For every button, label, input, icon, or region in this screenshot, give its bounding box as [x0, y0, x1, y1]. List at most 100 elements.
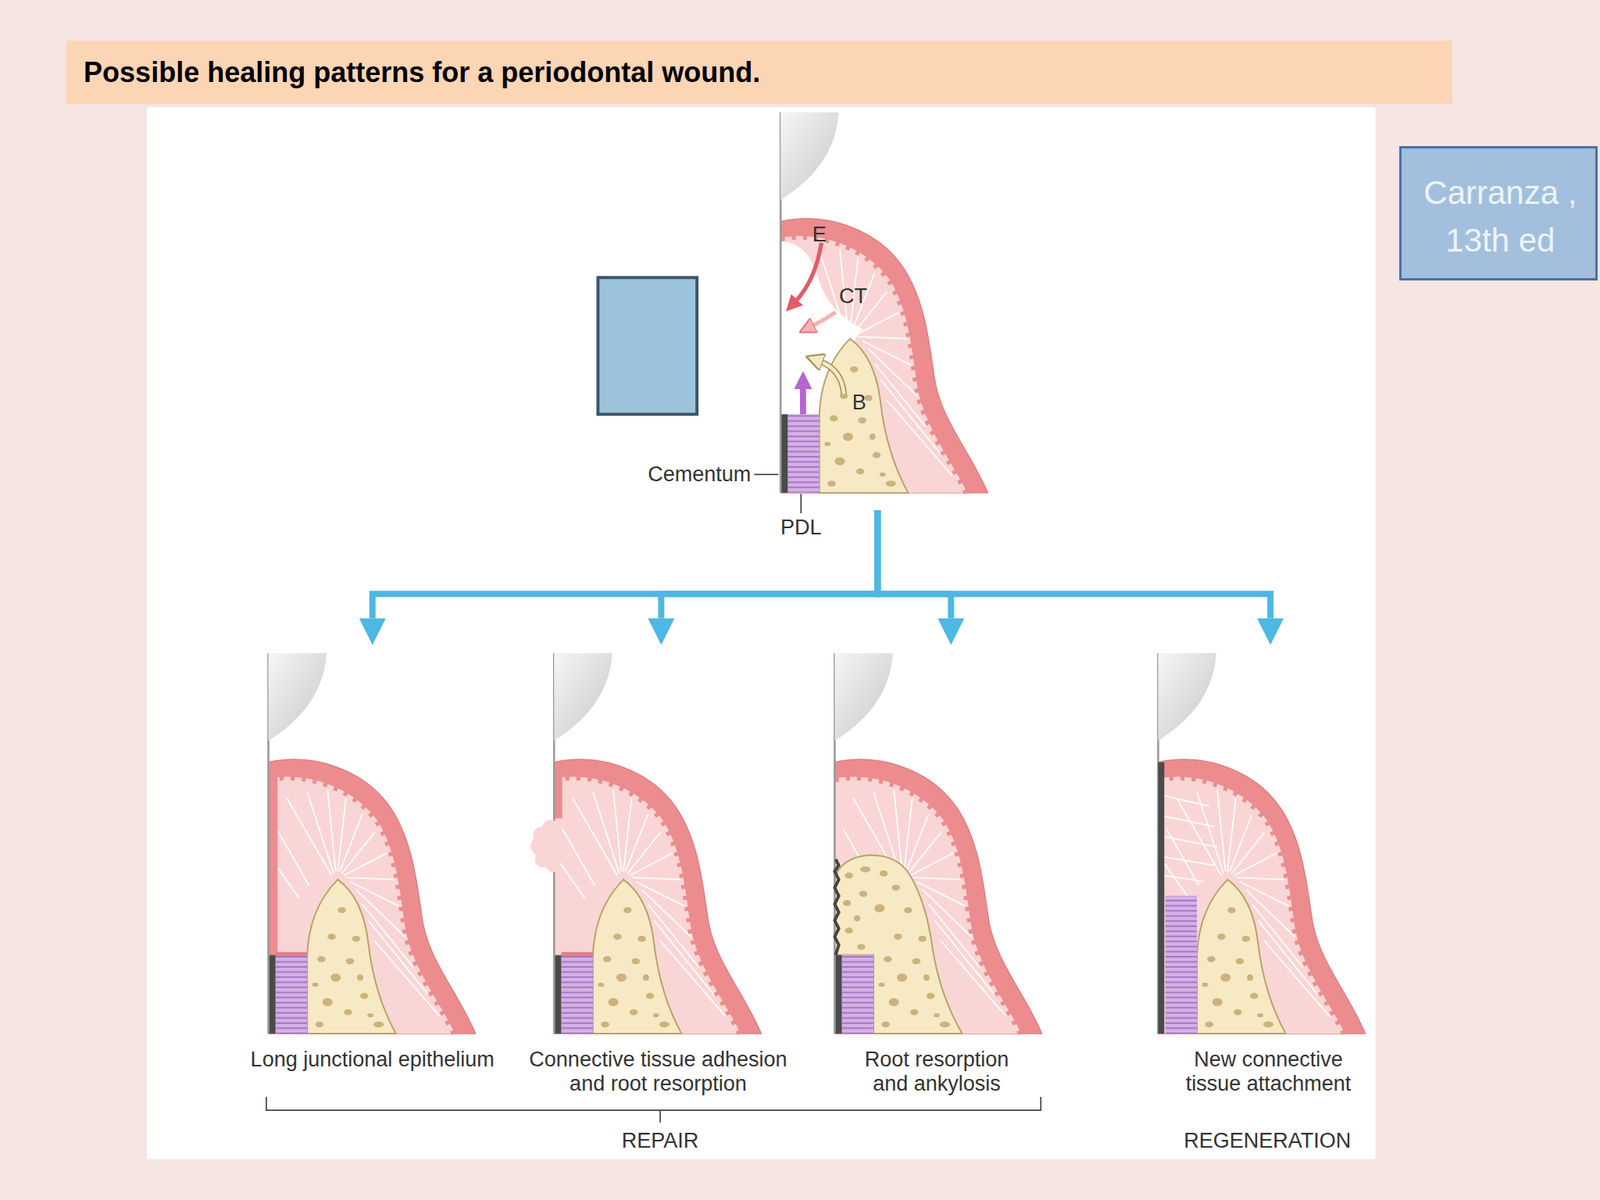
healing-drawing	[553, 776, 741, 1034]
healing-drawing	[268, 776, 456, 1034]
panel-caption: Root resorption and ankylosis	[853, 1047, 1020, 1097]
healing-drawing	[530, 653, 761, 1034]
bone-arrow	[819, 360, 844, 394]
structure-label: B	[852, 389, 867, 415]
resorption-lacuna	[530, 819, 558, 873]
epithelium-cap	[275, 952, 308, 957]
group-label: REPAIR	[621, 1128, 700, 1154]
wound-drawing	[787, 414, 819, 493]
healing-drawing	[834, 653, 893, 741]
panel-caption: Connective tissue adhesion and root reso…	[519, 1047, 797, 1097]
healing-drawing	[1202, 907, 1274, 1028]
wound-drawing	[780, 218, 988, 493]
wound-drawing	[780, 414, 788, 493]
panel-caption: Long junctional epithelium	[224, 1047, 522, 1072]
tree-arrow	[877, 510, 1271, 618]
panel-caption: New connective tissue attachment	[1175, 1047, 1363, 1097]
healing-panel: New connective tissue attachment	[1122, 644, 1419, 1100]
slide-title: Possible healing patterns for a periodon…	[83, 40, 761, 104]
healing-drawing	[834, 776, 1022, 1034]
bone-trabeculae	[879, 870, 888, 877]
healing-drawing	[553, 759, 761, 1034]
alveolar-bone	[834, 855, 962, 1035]
wound-drawing	[780, 235, 968, 493]
healing-drawing	[268, 776, 456, 1034]
wound-drawing	[780, 112, 839, 200]
epithelium-cap	[560, 952, 593, 957]
bone-trabeculae	[892, 884, 900, 891]
healing-drawing	[834, 776, 1022, 1034]
bone-trabeculae	[857, 943, 865, 950]
healing-drawing	[553, 955, 561, 1035]
structure-label: CT	[839, 283, 868, 309]
bone-trabeculae	[853, 915, 861, 922]
healing-drawing	[842, 955, 874, 1035]
wound-drawing	[819, 339, 909, 493]
reference-text: Carranza , 13th ed	[1410, 168, 1590, 265]
healing-drawing	[592, 879, 683, 1034]
healing-panel: Connective tissue adhesion and root reso…	[513, 644, 810, 1100]
bone-trabeculae	[842, 900, 851, 907]
ligament-arrow	[800, 385, 807, 415]
bone-trabeculae	[844, 872, 853, 879]
leader-line	[800, 493, 803, 514]
healing-drawing	[312, 907, 384, 1028]
healing-drawing	[268, 955, 276, 1035]
healing-drawing	[834, 759, 1042, 1034]
healing-drawing	[878, 907, 950, 1028]
tree-arrow	[660, 510, 878, 618]
healing-drawing	[834, 955, 842, 1035]
structure-label: E	[812, 221, 827, 247]
wound-illustration: ECTBCementumPDL	[612, 110, 1000, 511]
wound-drawing	[780, 112, 988, 493]
tree-arrow	[877, 510, 951, 618]
healing-drawing	[268, 653, 476, 1034]
connective-arrow	[810, 312, 836, 327]
healing-drawing	[1157, 776, 1345, 1034]
epithelium-arrow	[794, 242, 822, 303]
healing-drawing	[834, 653, 1042, 1034]
healing-drawing	[597, 907, 669, 1028]
bone-arrow	[819, 360, 844, 394]
healing-panel: Root resorption and ankylosis	[803, 644, 1100, 1100]
blank-box	[597, 277, 697, 415]
healing-drawing	[1157, 653, 1216, 741]
bone-trabeculae	[842, 866, 900, 950]
cementum-layer	[1157, 762, 1165, 1034]
group-label: REGENERATION	[1183, 1128, 1351, 1154]
healing-drawing	[553, 776, 741, 1034]
bone-trabeculae	[860, 866, 871, 873]
healing-drawing	[275, 955, 308, 1035]
healing-drawing	[1157, 759, 1365, 1034]
healing-drawing	[307, 879, 397, 1034]
healing-drawing	[268, 759, 476, 1034]
collagen-fibers	[1164, 796, 1218, 883]
structure-label: Cementum	[647, 461, 751, 487]
structure-label: PDL	[780, 514, 822, 540]
title-bar	[66, 40, 1453, 104]
healing-drawing	[560, 955, 593, 1035]
leader-line	[753, 474, 779, 476]
resorbed-root	[834, 859, 839, 956]
healing-panel: Long junctional epithelium	[224, 644, 521, 1100]
healing-drawing	[1196, 879, 1286, 1034]
healing-drawing	[553, 653, 612, 741]
bone-trabeculae	[874, 903, 885, 912]
periodontal-ligament	[1165, 896, 1197, 1034]
wound-drawing	[780, 235, 968, 493]
group-bracket	[266, 1096, 1041, 1123]
junctional-epithelium	[268, 762, 279, 957]
healing-drawing	[268, 653, 327, 741]
figure-panel	[146, 107, 1376, 1160]
bone-trabeculae	[859, 890, 868, 897]
reference-box: Carranza , 13th ed	[1399, 146, 1599, 281]
junctional-epithelium	[553, 762, 562, 819]
bone-trabeculae	[844, 927, 853, 934]
wound-drawing	[824, 366, 896, 487]
healing-drawing	[1157, 653, 1365, 1034]
